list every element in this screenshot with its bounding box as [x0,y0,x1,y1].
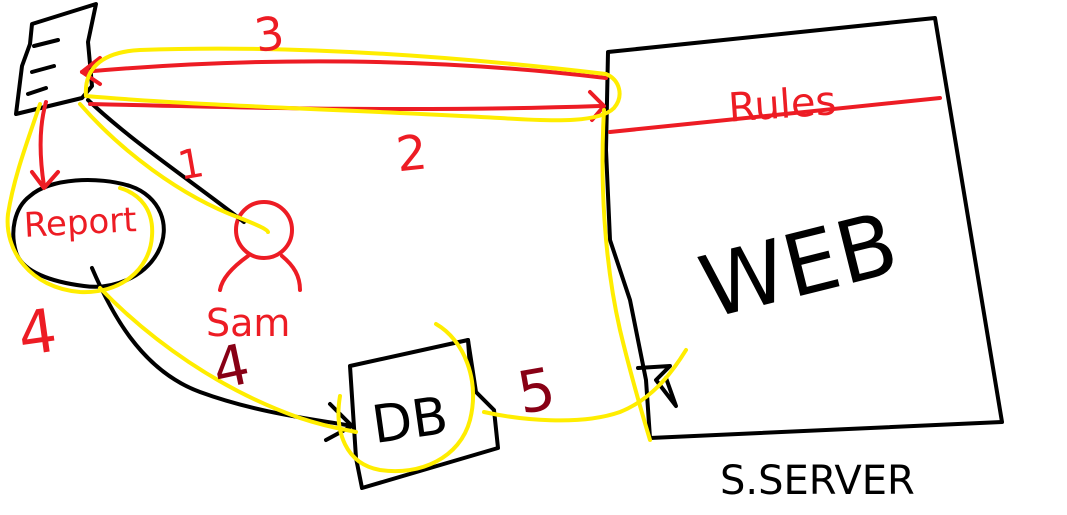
highlight-db [336,322,475,474]
step-2-label: 2 [394,124,430,183]
report-node: Report [11,178,166,289]
step-3-label: 3 [251,5,288,63]
arrow-doc-to-rules [88,102,602,112]
step-1-label: 1 [174,140,207,190]
document-icon [14,2,98,116]
arrow-doc-to-report [38,100,48,188]
database-label: DB [368,386,451,456]
highlight-path-1 [78,102,270,234]
server-box: Rules WEB S.SERVER [604,16,1004,504]
highlight-server-edge [600,108,652,442]
server-rules-label: Rules [727,78,838,131]
server-web-label: WEB [691,194,908,339]
highlight-loop-rules [83,46,622,123]
report-label: Report [23,200,138,246]
user-icon: Sam [206,200,302,345]
step-4-red-label: 4 [14,296,62,371]
server-caption: S.SERVER [720,458,915,504]
highlight-report [5,102,155,295]
database-box: DB [348,338,500,490]
arrow-rules-to-doc [80,59,608,80]
user-label: Sam [206,301,290,345]
highlight-db-to-web [482,348,688,423]
